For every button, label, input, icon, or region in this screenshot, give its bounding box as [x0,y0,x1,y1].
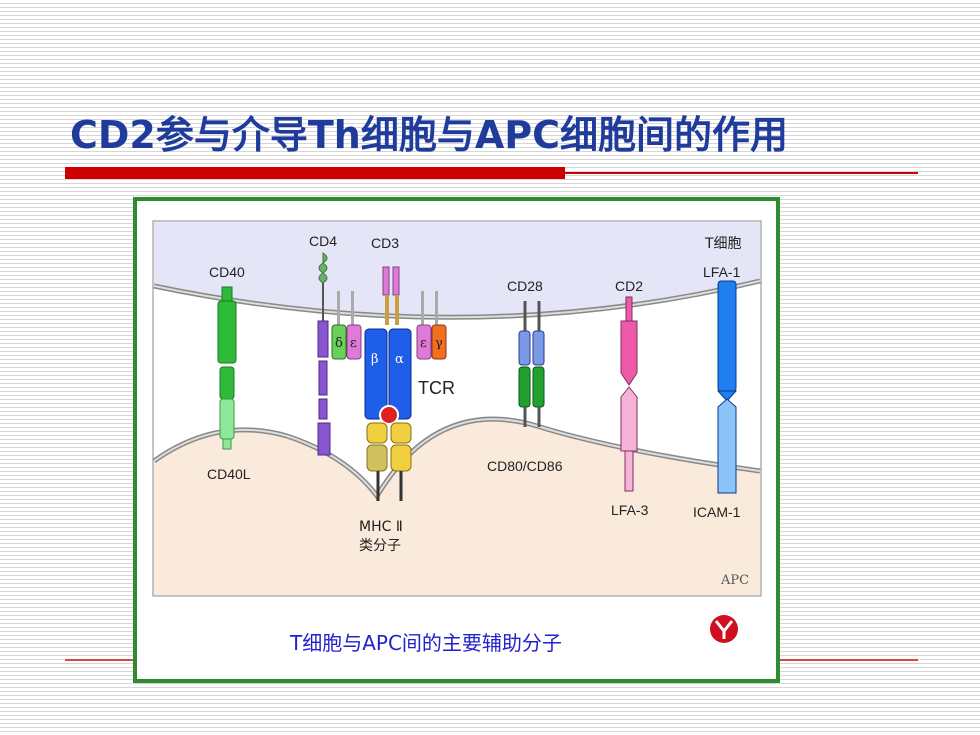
cd40-molecule [217,286,237,400]
lfa1-molecule [716,280,738,402]
icam1-molecule [717,398,737,494]
cd80-cd86-label: CD80/CD86 [487,458,563,474]
antigen-peptide [379,405,399,425]
icam1-label: ICAM-1 [693,504,741,520]
cd3-delta-chain [331,324,347,360]
title-accent-bar [65,167,565,179]
mhc-alpha2 [390,444,412,472]
tcr-alpha-chain [388,328,412,420]
cd2-label: CD2 [615,278,643,294]
t-cell-region [154,222,760,318]
cd4-label: CD4 [309,233,337,249]
lfa3-molecule [620,386,638,492]
immunology-logo [710,615,738,643]
epsilon-symbol-2: ε [420,336,427,351]
alpha-symbol: α [395,352,404,367]
cd3-epsilon-chain [346,324,362,360]
slide-title: CD2参与介导Th细胞与APC细胞间的作用 [70,113,788,157]
cd2-molecule [620,296,638,386]
cd40l-label: CD40L [207,466,251,482]
cd3-epsilon-chain-2 [416,324,432,360]
mhc-beta1 [366,422,388,444]
cd80-cd86-molecule [518,366,545,427]
figure-frame: CD40 CD4 CD3 CD28 CD2 T细胞 LFA-1 TCR CD40… [133,197,780,683]
epsilon-symbol: ε [350,336,357,351]
gamma-symbol: γ [435,336,443,351]
beta-symbol: β [371,352,379,367]
apc-region [154,419,760,595]
cd4-molecule [317,252,331,456]
cd28-molecule [518,301,545,366]
mhc-beta2 [366,444,388,472]
t-cell-label: T细胞 [704,236,742,252]
tcr-beta-chain [364,328,388,420]
mhc-label-line2: 类分子 [359,538,401,554]
mhc-alpha1 [390,422,412,444]
lfa1-label: LFA-1 [703,264,741,280]
cd3-tcr-complex [331,266,447,501]
cd40-label: CD40 [209,264,245,280]
figure-caption: T细胞与APC间的主要辅助分子 [290,631,562,655]
lfa3-label: LFA-3 [611,502,649,518]
cd40l-molecule [219,398,235,450]
cd28-label: CD28 [507,278,543,294]
cell-interaction-diagram: CD40 CD4 CD3 CD28 CD2 T细胞 LFA-1 TCR CD40… [152,220,762,643]
apc-label: APC [720,573,749,588]
cd3-gamma-chain [431,324,447,360]
cd3-label: CD3 [371,235,399,251]
mhc-label-line1: MHC Ⅱ [359,519,403,535]
tcr-label: TCR [418,378,455,398]
delta-symbol: δ [335,336,343,351]
